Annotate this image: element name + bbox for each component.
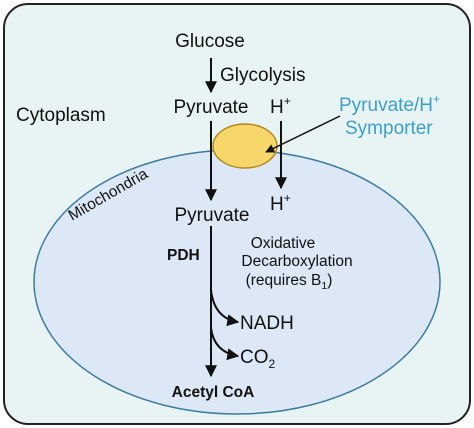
mitochondria-shape — [33, 149, 441, 415]
pdh-label: PDH — [167, 247, 200, 264]
pyruvate-mitochondria-label: Pyruvate — [175, 205, 250, 226]
symporter-label-line2: Symporter — [345, 118, 433, 139]
glucose-label: Glucose — [175, 31, 245, 52]
nadh-label: NADH — [240, 313, 294, 334]
pyruvate-cytoplasm-label: Pyruvate — [174, 97, 249, 118]
symporter-pointer-arrow — [265, 115, 341, 153]
acetyl-coa-label: Acetyl CoA — [172, 384, 255, 401]
glycolysis-label: Glycolysis — [220, 65, 306, 86]
co2-label: CO2 — [240, 347, 276, 371]
symporter-protein — [212, 123, 278, 169]
h-plus-mitochondria-label: H+ — [270, 191, 291, 215]
symporter-label-line1: Pyruvate/H+ — [339, 92, 440, 116]
oxidative-label: Oxidative — [251, 235, 316, 252]
h-plus-cytoplasm-label: H+ — [270, 94, 291, 118]
requires-b1-label: (requires B1) — [246, 272, 333, 292]
co2-branch-arrow — [210, 327, 240, 361]
cytoplasm-label: Cytoplasm — [16, 105, 106, 126]
nadh-branch-arrow — [210, 289, 240, 327]
decarboxylation-label: Decarboxylation — [241, 253, 352, 270]
